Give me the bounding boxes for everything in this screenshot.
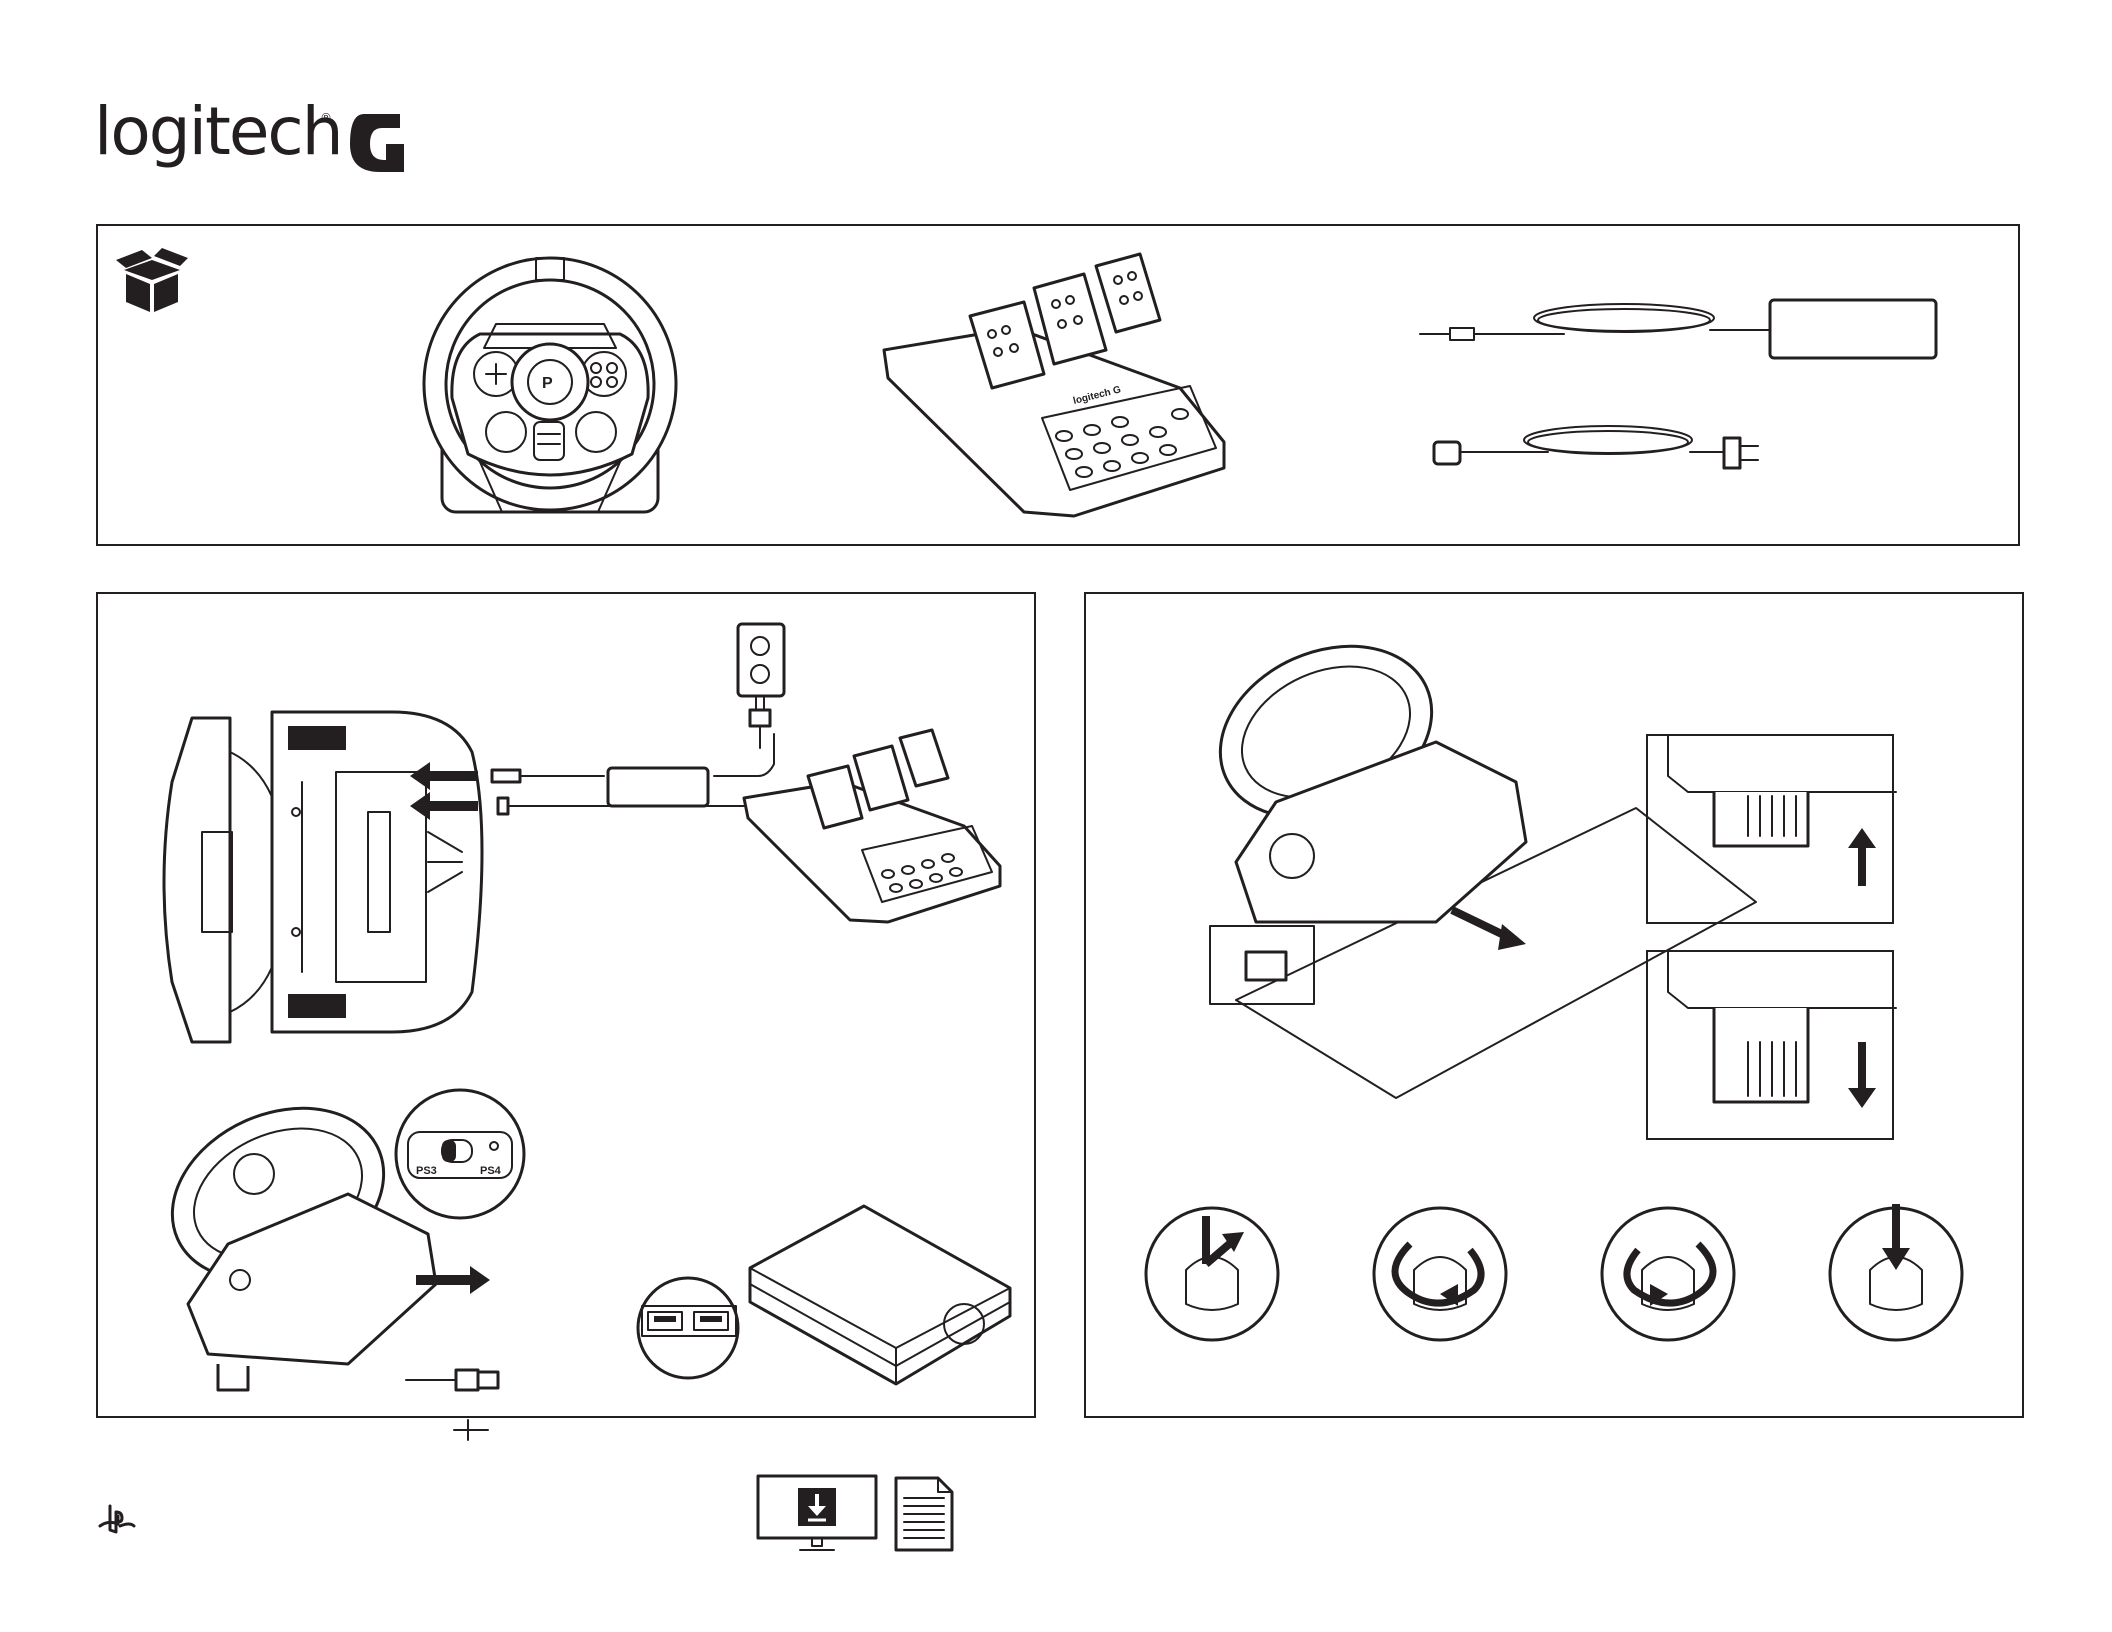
- mounting-panel: [1084, 592, 2024, 1418]
- console-illustration: [744, 1198, 1024, 1398]
- logitech-g-logo: logitech ®: [94, 92, 434, 188]
- document-icon: [894, 1476, 954, 1552]
- ps-logo-small: P: [542, 375, 553, 392]
- g-mark-icon: [350, 114, 404, 172]
- usb-ports-zoom: [634, 1274, 744, 1384]
- open-box-icon: [112, 244, 192, 314]
- connection-panel: PS3 PS4: [96, 592, 1036, 1418]
- usb-icon: [454, 1420, 488, 1440]
- knob-step-1: [1142, 1204, 1282, 1344]
- pedal-unit-connected-illustration: [738, 730, 1008, 930]
- monitor-download-icon: [756, 1474, 878, 1554]
- usb-connection: [408, 1270, 608, 1410]
- clamp-up-detail: [1646, 734, 1894, 924]
- clamp-down-detail: [1646, 950, 1894, 1140]
- racing-wheel-illustration: P: [410, 248, 690, 528]
- switch-label-ps4: PS4: [480, 1165, 502, 1177]
- knob-step-3: [1598, 1204, 1738, 1344]
- knob-step-2: [1370, 1204, 1510, 1344]
- power-adapter-illustration: [1414, 290, 1894, 370]
- knob-step-4: [1826, 1204, 1966, 1344]
- power-cord-illustration: [1428, 414, 1788, 494]
- box-contents-panel: P logitech G: [96, 224, 2020, 546]
- playstation-icon: [96, 1504, 136, 1534]
- registered-mark: ®: [320, 111, 332, 125]
- pedal-unit-illustration: logitech G: [874, 254, 1234, 524]
- logo-wordmark: logitech: [94, 93, 342, 170]
